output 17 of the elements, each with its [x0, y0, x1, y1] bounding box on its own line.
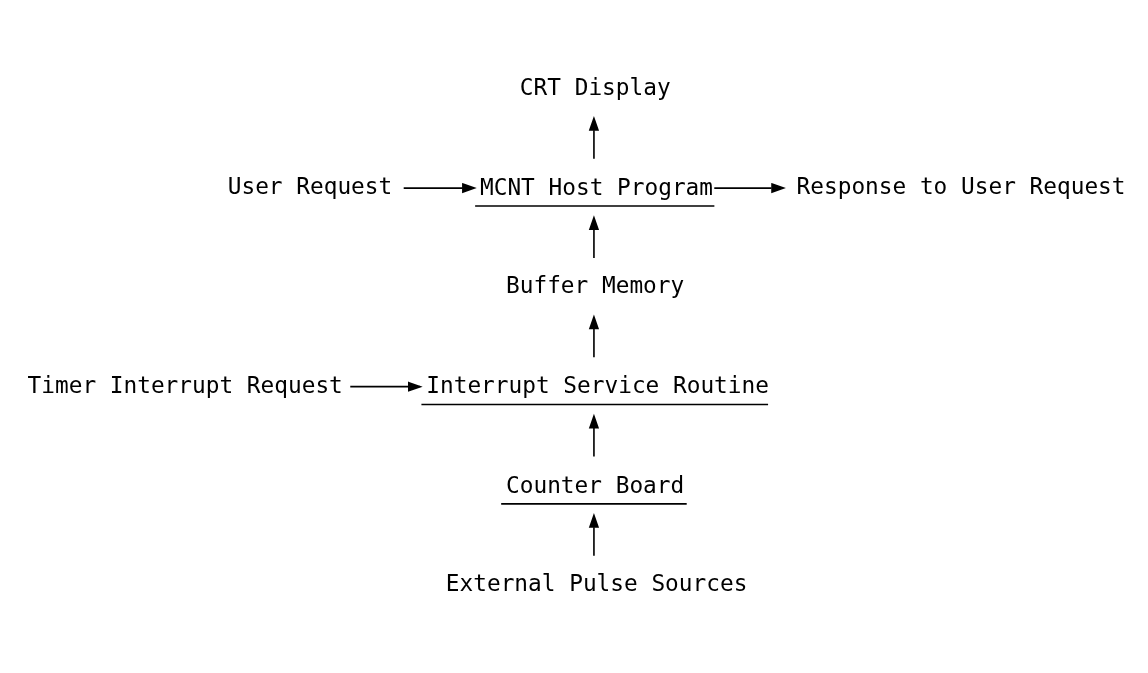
arrow: [349, 381, 423, 392]
node-text: Timer Interrupt Request: [27, 371, 343, 398]
node-text: User Request: [227, 172, 393, 199]
arrow: [588, 214, 600, 259]
arrow: [588, 115, 600, 159]
arrow: [713, 182, 786, 193]
arrow: [588, 512, 600, 557]
arrow: [588, 314, 600, 358]
node-text: Interrupt Service Routine: [426, 371, 769, 398]
arrow: [588, 413, 600, 457]
node-text: Counter Board: [506, 471, 685, 498]
node-text: Response to User Request: [796, 172, 1126, 199]
node-text: External Pulse Sources: [445, 569, 748, 596]
node-text: Buffer Memory: [506, 271, 685, 298]
arrow: [402, 182, 477, 193]
node-text: CRT Display: [519, 73, 671, 100]
node-text: MCNT Host Program: [480, 173, 714, 200]
